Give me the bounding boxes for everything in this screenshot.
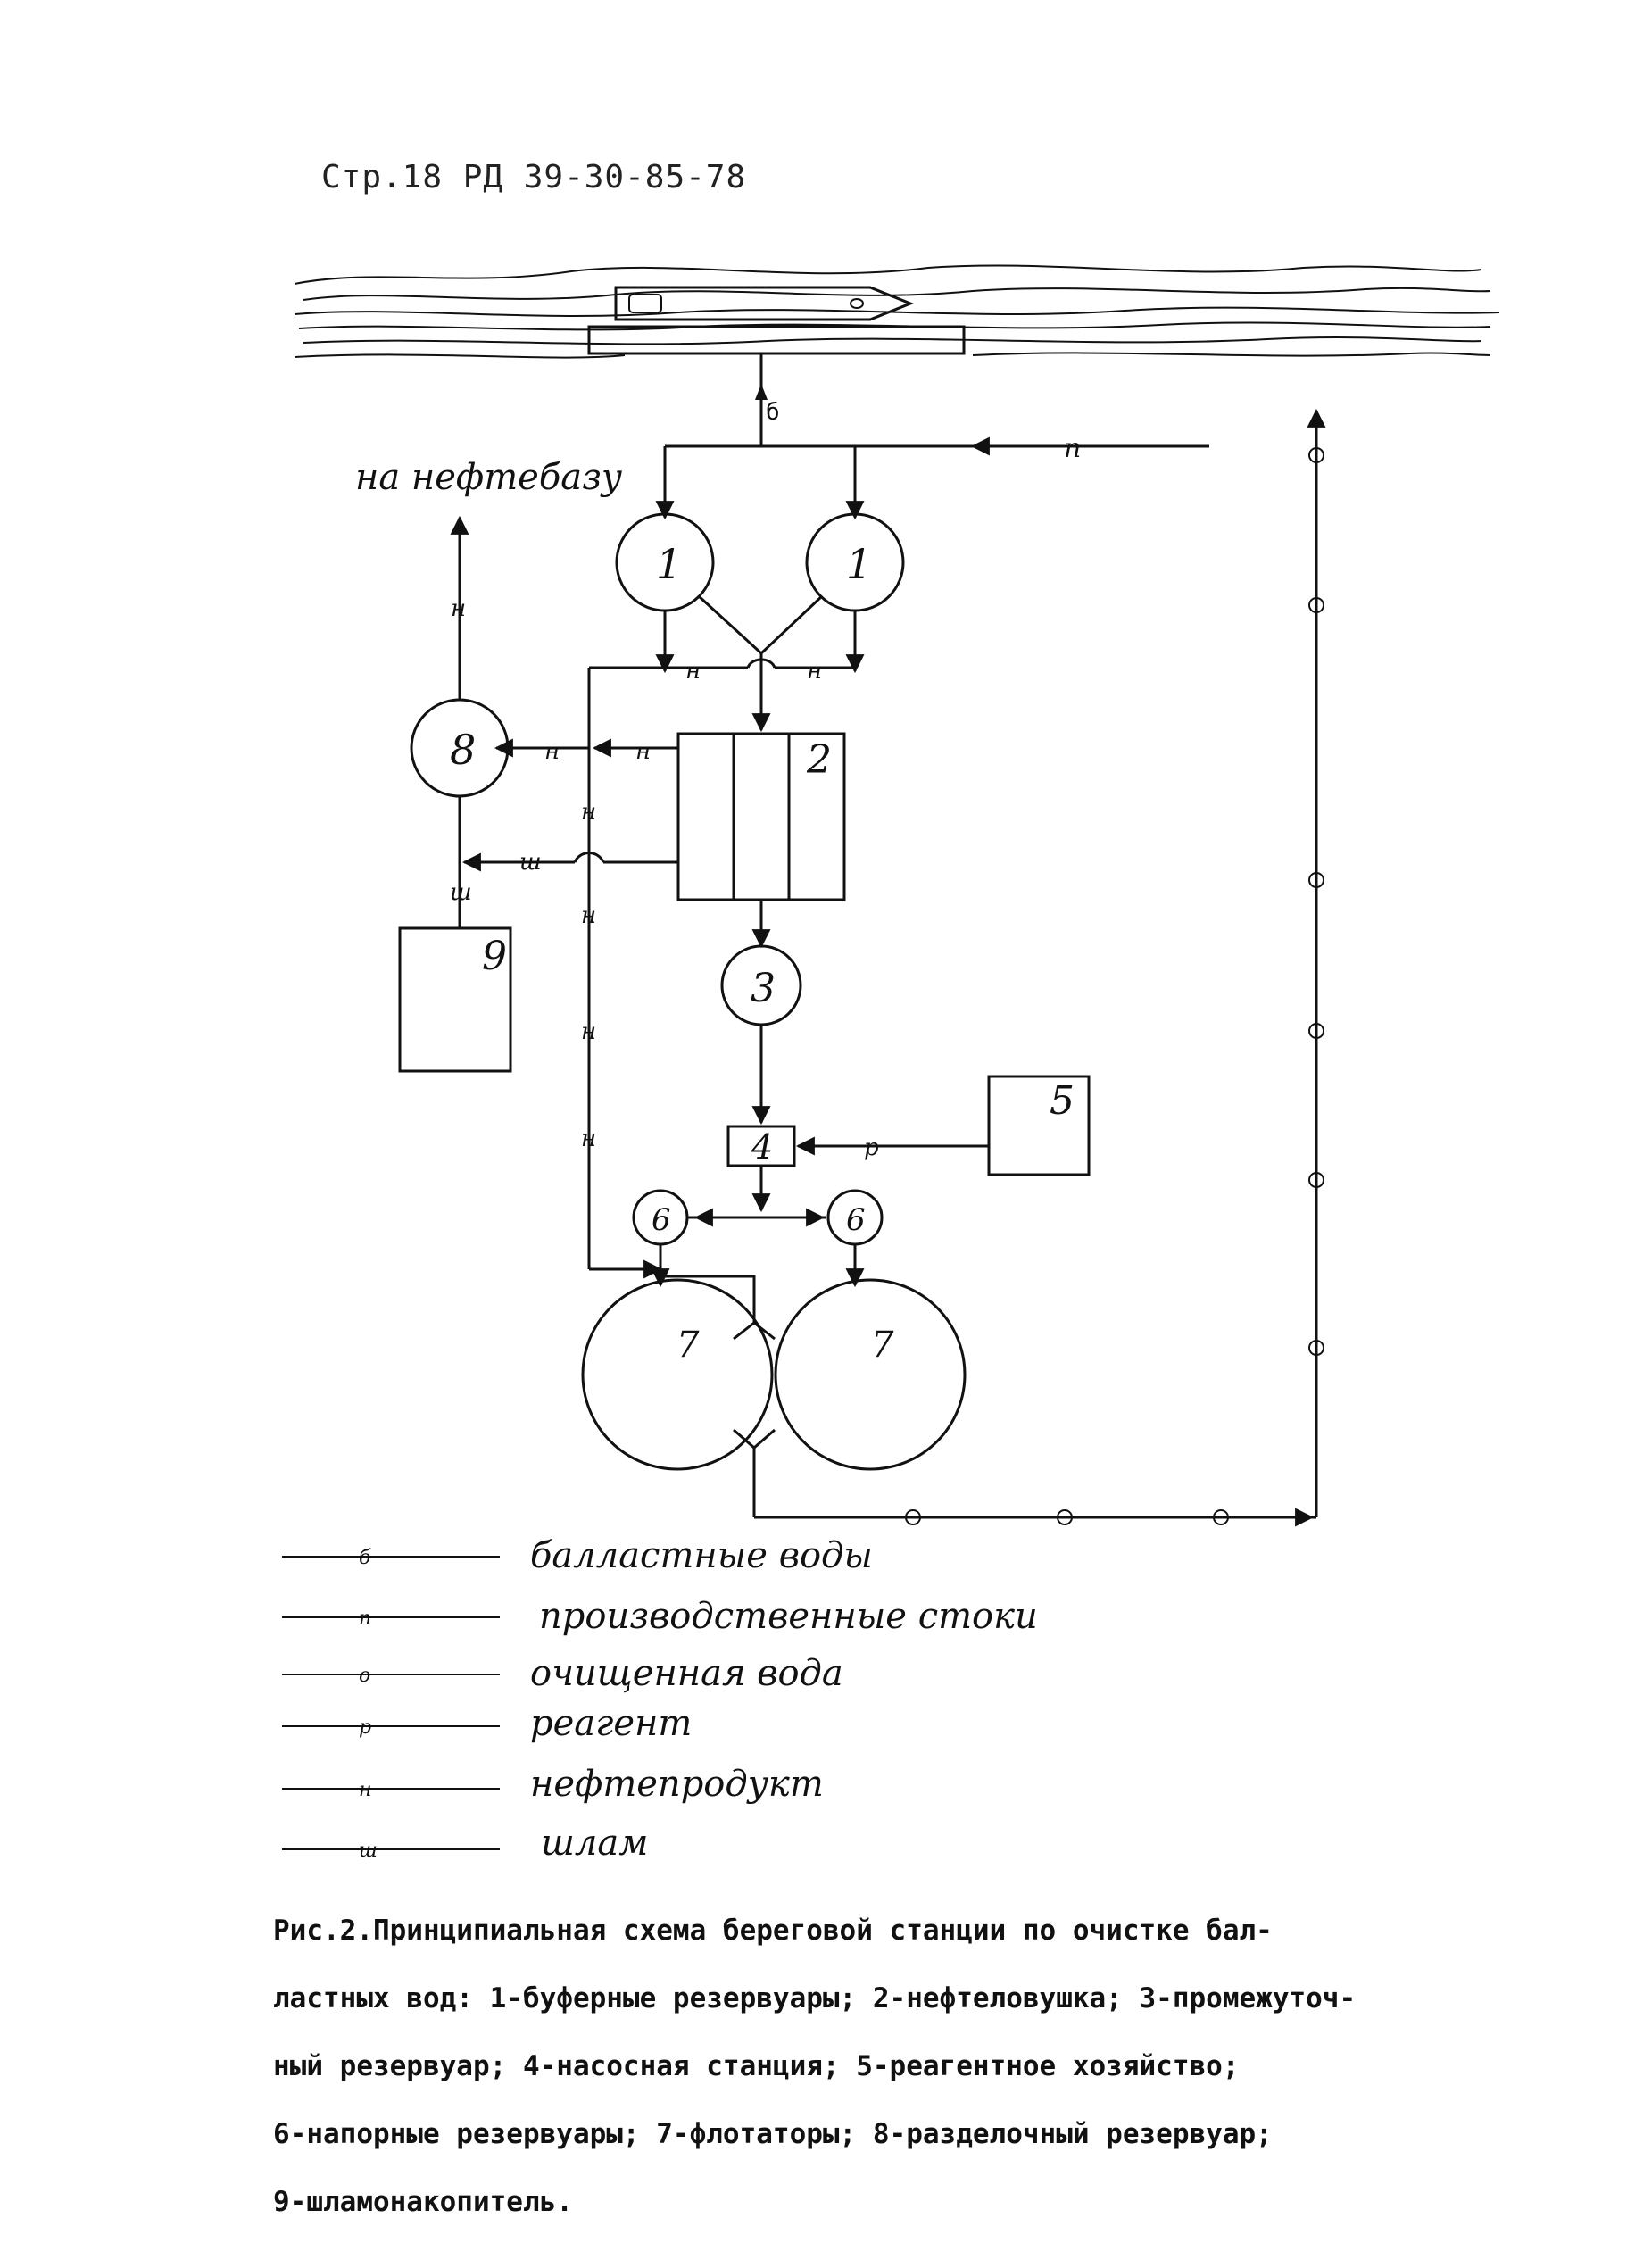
svg-text:ш: ш (450, 879, 472, 906)
svg-text:н: н (451, 595, 466, 622)
svg-text:7: 7 (871, 1325, 894, 1366)
buffer-tank-left: 1 (615, 512, 715, 612)
svg-text:н: н (359, 1779, 372, 1801)
ballast-arrow (755, 384, 768, 400)
water-surface (294, 264, 1500, 359)
svg-text:2: 2 (806, 737, 832, 783)
svg-text:р: р (359, 1716, 371, 1739)
pressure-tank-right: 6 (826, 1189, 884, 1246)
legend: б балластные воды п производственные сто… (282, 1535, 1038, 1864)
svg-text:п: п (359, 1608, 371, 1630)
caption-line: Рис.2.Принципиальная схема береговой ста… (273, 1915, 1273, 1947)
svg-text:8: 8 (450, 726, 476, 774)
flotator-right: 7 (774, 1278, 967, 1471)
legend-item-oil: н нефтепродукт (282, 1764, 824, 1805)
svg-text:н: н (581, 1126, 596, 1152)
ballast-code: б (766, 399, 780, 426)
caption-line: 9-шламонакопитель. (273, 2186, 573, 2218)
svg-text:1: 1 (846, 540, 872, 588)
treated-water-line (752, 408, 1326, 1527)
svg-text:н: н (635, 738, 651, 765)
legend-item-sludge: ш шлам (282, 1823, 648, 1864)
flotator-left: 7 (581, 1278, 774, 1471)
svg-text:9: 9 (482, 934, 507, 979)
oil-code-1: н (685, 658, 701, 685)
svg-text:1: 1 (656, 540, 682, 588)
svg-text:очищенная вода: очищенная вода (530, 1653, 843, 1694)
svg-text:нефтепродукт: нефтепродукт (530, 1764, 824, 1805)
pier (587, 325, 966, 355)
svg-text:н: н (544, 738, 560, 765)
pump-station: 4 (726, 1125, 796, 1167)
svg-text:7: 7 (676, 1325, 700, 1366)
legend-item-treated: о очищенная вода (282, 1653, 843, 1694)
caption-line: 6-напорные резервуары; 7-флотаторы; 8-ра… (273, 2118, 1273, 2150)
svg-text:реагент: реагент (530, 1703, 692, 1744)
svg-text:производственные стоки: производственные стоки (539, 1596, 1038, 1637)
svg-text:н: н (581, 1018, 596, 1045)
production-code: п (1064, 433, 1081, 464)
intermediate-tank: 3 (720, 944, 802, 1026)
caption-line: ный резервуар; 4-насосная станция; 5-реа… (273, 2050, 1240, 2082)
oil-trap: 2 (676, 732, 846, 901)
sludge-accumulator: 9 (398, 926, 512, 1073)
reagent-facility: 5 (987, 1075, 1091, 1176)
oil-code-2: н (807, 658, 822, 685)
svg-text:5: 5 (1050, 1078, 1075, 1124)
figure-caption: Рис.2.Принципиальная схема береговой ста… (273, 1880, 1415, 2253)
svg-text:балластные воды: балластные воды (530, 1535, 873, 1576)
svg-text:ш: ш (359, 1840, 378, 1862)
svg-text:н: н (581, 799, 596, 826)
caption-line: ластных вод: 1-буферные резервуары; 2-не… (273, 1982, 1357, 2015)
page-header: Стр.18 РД 39-30-85-78 (321, 159, 747, 195)
buffer-tank-right: 1 (805, 512, 905, 612)
svg-text:о: о (359, 1665, 370, 1687)
pressure-tank-left: 6 (632, 1189, 689, 1246)
svg-text:н: н (581, 902, 596, 929)
reagent-code: р (864, 1134, 879, 1161)
svg-text:4: 4 (751, 1127, 773, 1167)
svg-text:6: 6 (652, 1202, 671, 1238)
destination-label: на нефтебазу (355, 457, 623, 498)
tanker-ship (614, 286, 915, 321)
svg-text:шлам: шлам (541, 1823, 648, 1864)
svg-text:ш: ш (519, 849, 542, 876)
svg-text:6: 6 (846, 1202, 866, 1238)
legend-item-reagent: р реагент (282, 1703, 692, 1744)
legend-item-ballast: б балластные воды (282, 1535, 873, 1576)
svg-text:б: б (359, 1547, 371, 1569)
svg-text:3: 3 (751, 966, 776, 1011)
separation-tank: 8 (410, 698, 510, 798)
legend-item-production: п производственные стоки (282, 1596, 1038, 1637)
